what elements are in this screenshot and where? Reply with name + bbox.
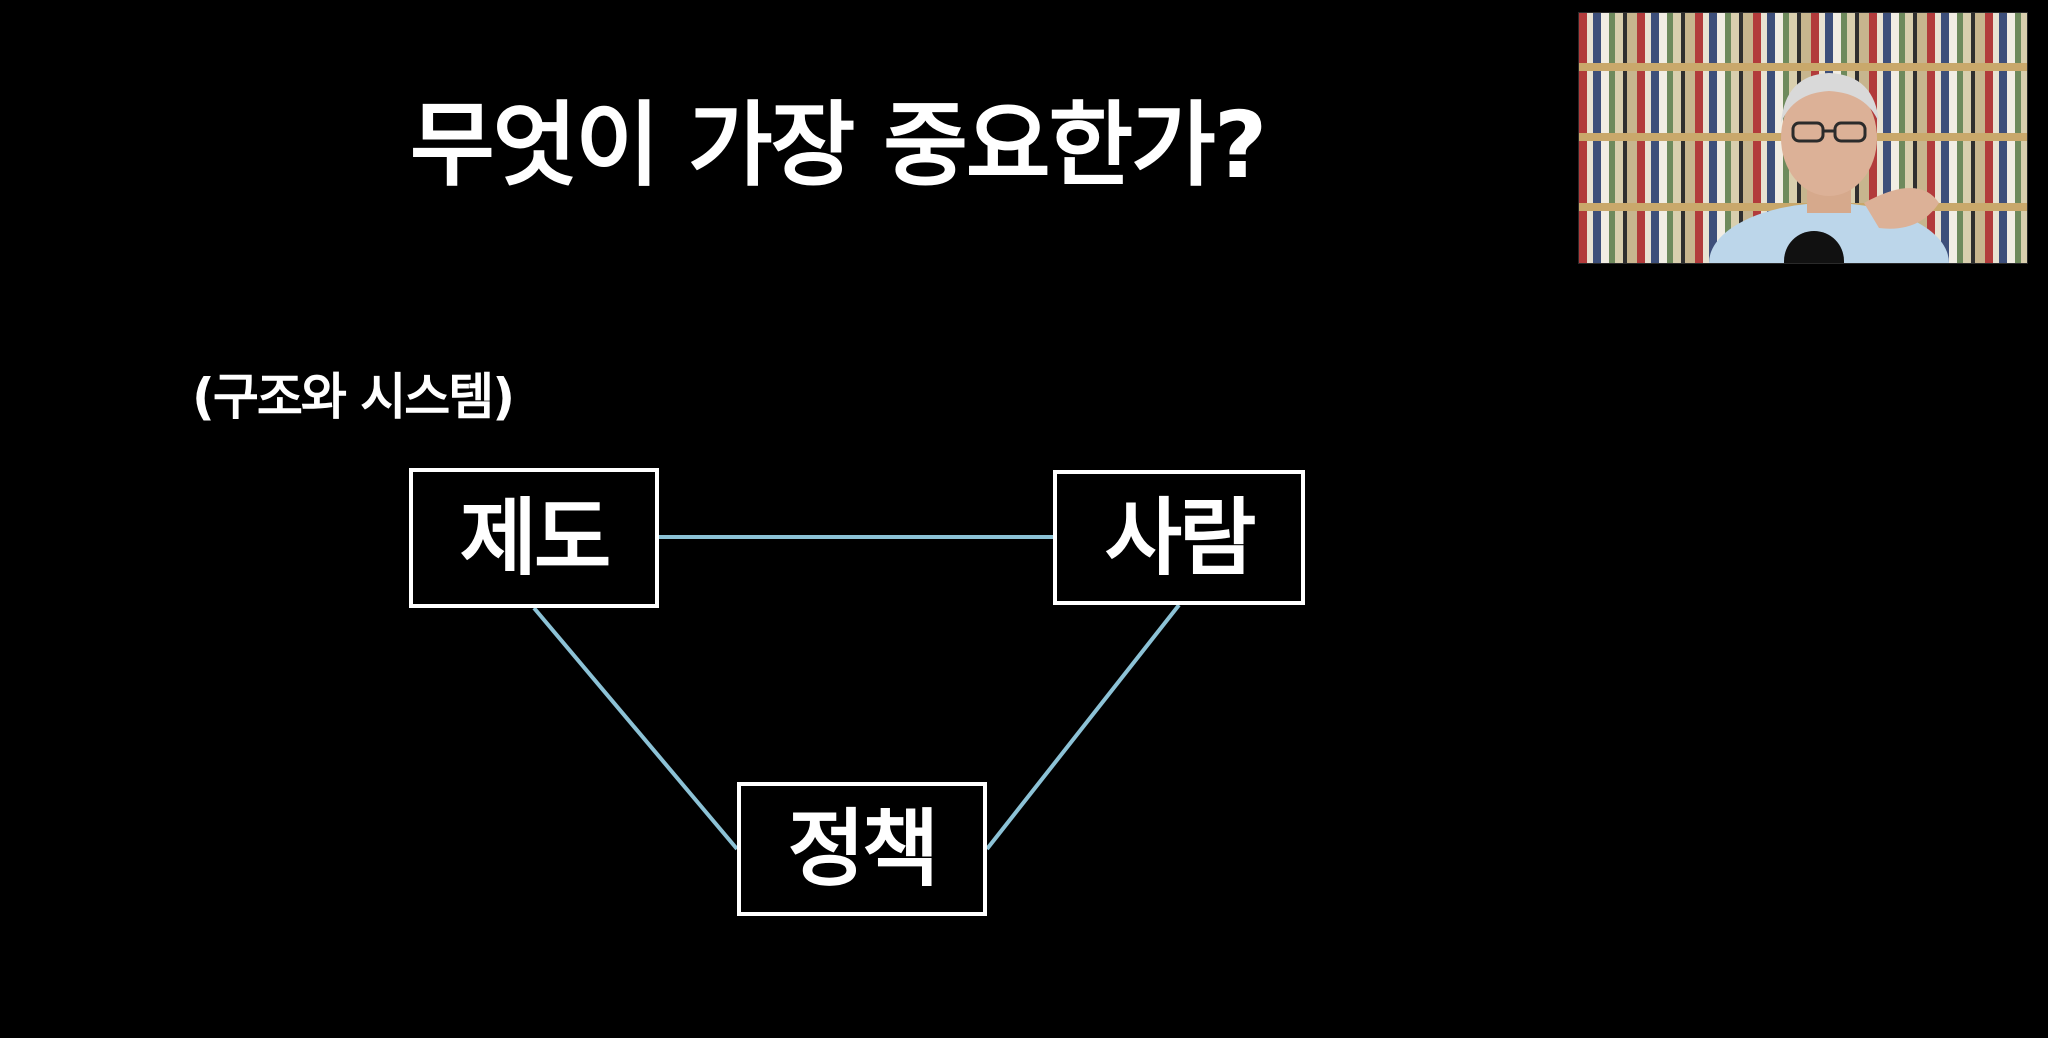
webcam-overlay [1578, 12, 2028, 264]
node-policy: 정책 [737, 782, 987, 916]
node-people-label: 사람 [1105, 496, 1254, 580]
node-institution: 제도 [409, 468, 659, 608]
node-people: 사람 [1053, 470, 1305, 605]
connector-people-policy [987, 605, 1179, 849]
node-policy-label: 정책 [788, 807, 937, 891]
node-institution-label: 제도 [460, 496, 609, 580]
connector-institution-policy [534, 608, 737, 849]
